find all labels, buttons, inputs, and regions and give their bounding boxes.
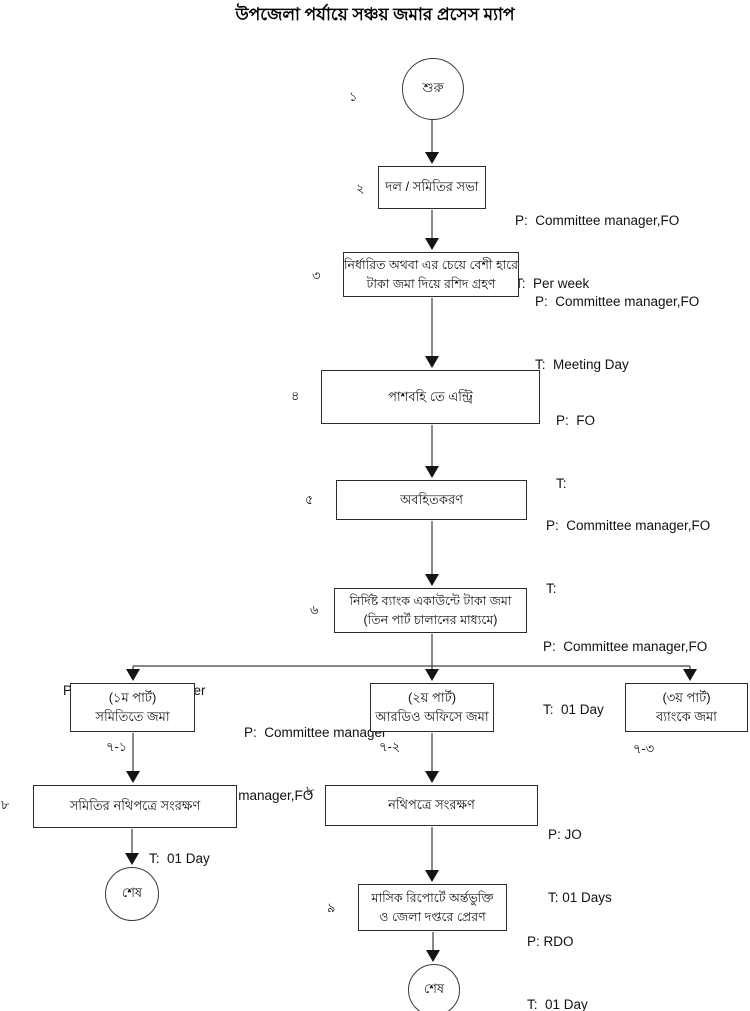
end-terminal-left-label: শেষ (121, 884, 143, 900)
start-terminal-label: শুরু (422, 79, 444, 95)
step-box-deposit-receipt-line1: নির্ধারিত অথবা এর চেয়ে বেশী হারে (343, 258, 519, 273)
annotation-archive-office-p: P: JO (548, 827, 582, 842)
step-box-part3-line1: (৩য় পার্ট) (662, 689, 711, 705)
annotation-meeting-t: T: Per week (515, 276, 590, 291)
annotation-deposit-receipt-p: P: Committee manager,FO (535, 294, 700, 309)
step-number-8-left: ৮ (1, 797, 10, 812)
step-box-part3-line2: ব্যাংকে জমা (656, 708, 717, 724)
end-terminal-left: শেষ (105, 867, 159, 921)
step-box-part2-line1: (২য় পার্ট) (407, 689, 457, 705)
annotation-passbook-entry-t: T: (556, 476, 567, 491)
step-number-3: ৩ (312, 268, 321, 283)
step-box-part2: (২য় পার্ট) আরডিও অফিসে জমা (370, 683, 494, 732)
annotation-monthly-report: P: RDO T: 01 Day (527, 889, 588, 1011)
step-box-deposit-receipt-line2: টাকা জমা দিয়ে রশিদ গ্রহণ (366, 276, 496, 291)
step-box-passbook-entry-text: পাশবহি তে এন্ট্রি (388, 388, 473, 404)
annotation-branch-mid-p: P: Committee manager (244, 725, 387, 740)
step-box-monthly-report: মাসিক রিপোর্টে অর্ন্তভুক্তি ও জেলা দপ্তর… (358, 884, 507, 931)
step-box-passbook-entry: পাশবহি তে এন্ট্রি (321, 370, 540, 424)
annotation-meeting: P: Committee manager,FO T: Per week (515, 168, 679, 336)
annotation-notification-t: T: (546, 581, 557, 596)
step-box-archive-samity: সমিতির নথিপত্রে সংরক্ষণ (33, 785, 237, 828)
step-box-monthly-report-line1: মাসিক রিপোর্টে অর্ন্তভুক্তি (371, 891, 494, 906)
step-box-part1: (১ম পার্ট) সমিতিতে জমা (70, 683, 195, 732)
annotation-archive-samity-t: T: 01 Day (149, 851, 210, 866)
page-title: উপজেলা পর্যায়ে সঞ্চয় জমার প্রসেস ম্যাপ (235, 5, 515, 24)
step-box-bank-deposit-line1: নির্দিষ্ট ব্যাংক একাউন্টে টাকা জমা (349, 594, 512, 609)
step-number-1: ১ (349, 89, 358, 104)
annotation-deposit-receipt: P: Committee manager,FO T: Meeting Day (535, 249, 699, 417)
step-box-archive-office-text: নথিপত্রে সংরক্ষণ (388, 797, 475, 813)
step-box-deposit-receipt: নির্ধারিত অথবা এর চেয়ে বেশী হারে টাকা জ… (343, 252, 519, 297)
annotation-passbook-entry-p: P: FO (556, 413, 596, 428)
step-number-7-3: ৭-৩ (633, 741, 655, 756)
annotation-notification: P: Committee manager,FO T: (546, 473, 710, 641)
annotation-monthly-report-t: T: 01 Day (527, 997, 588, 1011)
end-terminal-bottom-label: শেষ (423, 980, 445, 996)
step-number-6: ৬ (310, 602, 319, 617)
step-box-meeting-text: দল / সমিতির সভা (385, 179, 479, 195)
annotation-archive-office-t: T: 01 Days (548, 890, 612, 905)
step-box-meeting: দল / সমিতির সভা (378, 166, 486, 209)
annotation-bank-deposit-p: P: Committee manager,FO (543, 639, 708, 654)
step-number-2: ২ (356, 181, 365, 196)
step-box-part2-line2: আরডিও অফিসে জমা (375, 708, 489, 724)
step-number-8-mid: ৮ (306, 783, 315, 798)
step-number-5: ৫ (305, 492, 314, 507)
step-number-7-2: ৭-২ (379, 739, 401, 754)
annotation-passbook-entry: P: FO T: (556, 368, 595, 536)
step-box-notification: অবহিতকরণ (336, 480, 527, 520)
step-box-part1-line1: (১ম পার্ট) (108, 689, 157, 705)
annotation-bank-deposit-t: T: 01 Day (543, 702, 604, 717)
step-box-bank-deposit: নির্দিষ্ট ব্যাংক একাউন্টে টাকা জমা (তিন … (334, 588, 527, 633)
step-number-7-1: ৭-১ (106, 739, 128, 754)
step-box-notification-text: অবহিতকরণ (400, 491, 463, 507)
step-box-part1-line2: সমিতিতে জমা (95, 708, 170, 724)
step-box-archive-samity-text: সমিতির নথিপত্রে সংরক্ষণ (69, 798, 201, 814)
annotation-bank-deposit: P: Committee manager,FO T: 01 Day (543, 594, 707, 762)
step-number-4: ৪ (291, 388, 300, 403)
step-box-archive-office: নথিপত্রে সংরক্ষণ (325, 785, 538, 826)
annotation-deposit-receipt-t: T: Meeting Day (535, 357, 629, 372)
end-terminal-bottom: শেষ (408, 964, 460, 1011)
annotation-notification-p: P: Committee manager,FO (546, 518, 711, 533)
step-box-part3: (৩য় পার্ট) ব্যাংকে জমা (625, 683, 748, 732)
annotation-meeting-p: P: Committee manager,FO (515, 213, 680, 228)
step-number-9: ৯ (327, 900, 336, 915)
annotation-archive-office: P: JO T: 01 Days (548, 782, 612, 950)
start-terminal: শুরু (402, 58, 464, 120)
step-box-monthly-report-line2: ও জেলা দপ্তরে প্রেরণ (379, 909, 486, 924)
annotation-monthly-report-p: P: RDO (527, 934, 574, 949)
step-box-bank-deposit-line2: (তিন পার্ট চালানের মাধ্যমে) (363, 612, 498, 627)
